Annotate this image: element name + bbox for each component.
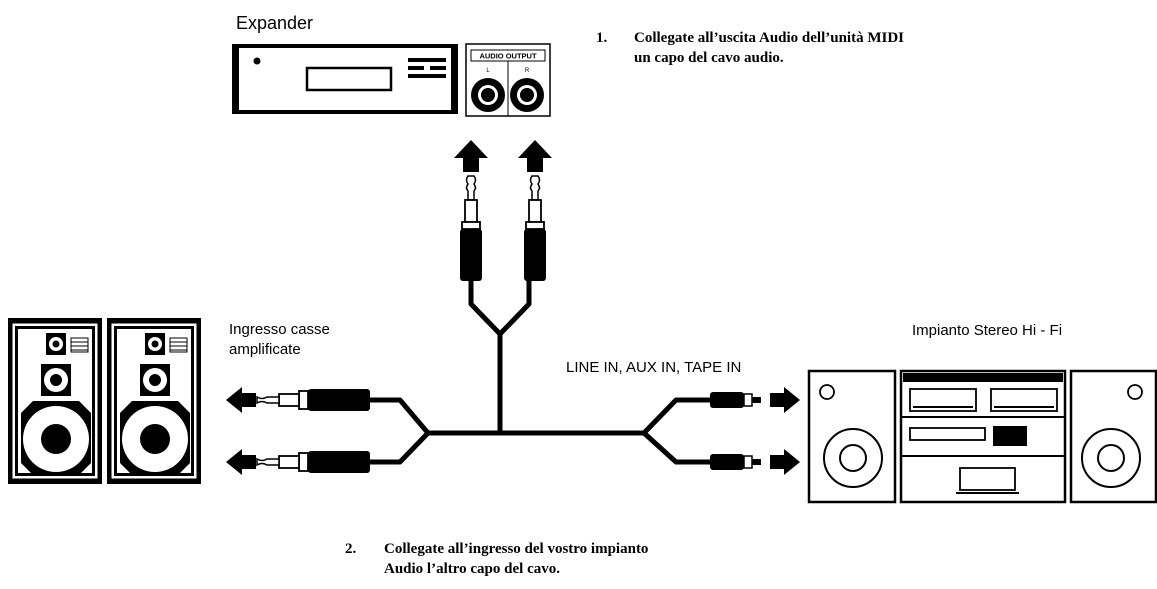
stereo-label: Impianto Stereo Hi - Fi	[912, 322, 1062, 339]
output-jack-left	[471, 78, 505, 112]
quarter-inch-plug-right	[524, 175, 546, 281]
arrow-left-icon	[226, 449, 256, 475]
arrow-up-icon	[454, 140, 488, 172]
quarter-inch-plug-left	[460, 175, 482, 281]
step-1-line-2: un capo del cavo audio.	[634, 50, 784, 66]
speaker-left	[8, 318, 102, 484]
arrow-right-icon	[770, 387, 800, 413]
step-2-number: 2.	[345, 541, 357, 557]
step-2-line-1: Collegate all’ingresso del vostro impian…	[384, 541, 648, 557]
arrow-up-icon	[518, 140, 552, 172]
expander-unit	[232, 44, 458, 114]
quarter-inch-plug-top	[256, 389, 370, 411]
arrow-right-icon	[770, 449, 800, 475]
rca-plug-bottom	[710, 454, 761, 470]
jack-right-label: R	[525, 68, 530, 74]
step-1-number: 1.	[596, 30, 608, 46]
stereo-system	[807, 369, 1157, 504]
step-2-line-2: Audio l’altro capo del cavo.	[384, 561, 560, 577]
speakers-label-line-1: Ingresso casse	[229, 321, 330, 338]
inputs-label: LINE IN, AUX IN, TAPE IN	[566, 359, 741, 376]
audio-output-label: AUDIO OUTPUT	[479, 52, 537, 61]
speaker-right	[107, 318, 201, 484]
speakers-label-line-2: amplificate	[229, 341, 301, 358]
rca-plug-top	[710, 392, 761, 408]
step-1-line-1: Collegate all’uscita Audio dell’unità MI…	[634, 30, 904, 46]
arrow-left-icon	[226, 387, 256, 413]
output-jack-right	[510, 78, 544, 112]
jack-left-label: L	[486, 68, 490, 74]
quarter-inch-plug-bottom	[256, 451, 370, 473]
y-cable	[367, 278, 713, 465]
expander-label: Expander	[236, 13, 313, 33]
